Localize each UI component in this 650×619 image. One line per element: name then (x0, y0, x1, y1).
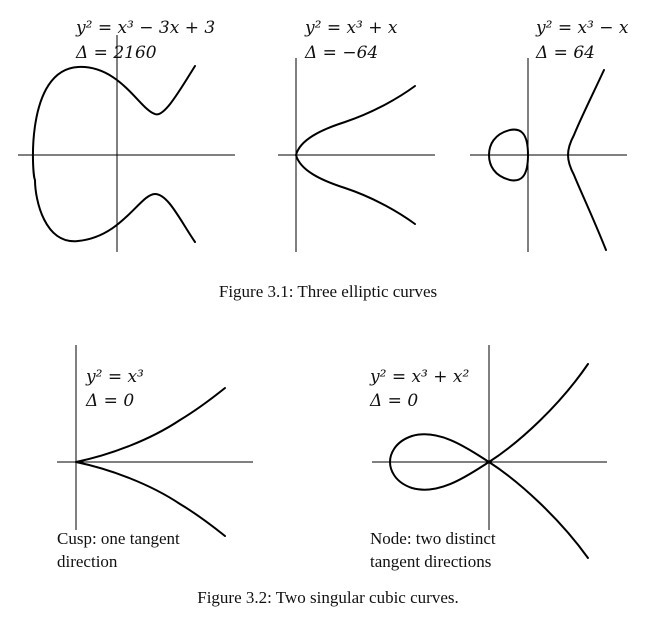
node-curve-rising-branch (488, 363, 589, 463)
elliptic-curve-lower-branch (295, 154, 416, 225)
discriminant-label: Δ = 0 (369, 391, 418, 411)
panel-node: y² = x³ + x² Δ = 0 Node: two distinct ta… (369, 345, 607, 571)
figure-caption: Figure 3.2: Two singular cubic curves. (197, 588, 458, 607)
equation-label: y² = x³ + x² (369, 367, 470, 387)
figure-caption: Figure 3.1: Three elliptic curves (219, 282, 437, 301)
discriminant-label: Δ = 0 (85, 391, 134, 411)
elliptic-curve-one-component (31, 65, 196, 243)
discriminant-label: Δ = 2160 (75, 43, 157, 63)
equation-label: y² = x³ + x (304, 18, 398, 38)
equation-label: y² = x³ − x (535, 18, 629, 38)
panel-curve-3: y² = x³ − x Δ = 64 (470, 18, 629, 252)
equation-label: y² = x³ − 3x + 3 (75, 18, 215, 38)
elliptic-curve-oval (488, 128, 529, 182)
equation-label: y² = x³ (85, 367, 144, 387)
discriminant-label: Δ = −64 (304, 43, 378, 63)
figure-3-2: y² = x³ Δ = 0 Cusp: one tangent directio… (57, 345, 607, 607)
elliptic-curve-upper-branch (295, 85, 416, 156)
node-note-line-2: tangent directions (370, 552, 491, 571)
panel-curve-2: y² = x³ + x Δ = −64 (278, 18, 435, 252)
node-note-line-1: Node: two distinct (370, 529, 496, 548)
panel-curve-1: y² = x³ − 3x + 3 Δ = 2160 (18, 18, 235, 252)
cusp-note-line-2: direction (57, 552, 118, 571)
discriminant-label: Δ = 64 (535, 43, 595, 63)
panel-cusp: y² = x³ Δ = 0 Cusp: one tangent directio… (57, 345, 253, 571)
figure-3-1: y² = x³ − 3x + 3 Δ = 2160 y² = x³ + x Δ … (18, 18, 629, 301)
node-curve-falling-branch (488, 461, 589, 559)
cusp-note-line-1: Cusp: one tangent (57, 529, 180, 548)
node-curve-loop (389, 433, 490, 491)
cusp-curve-upper-branch (75, 387, 226, 463)
cusp-curve-lower-branch (75, 461, 226, 537)
elliptic-curve-right-branch (567, 69, 607, 251)
